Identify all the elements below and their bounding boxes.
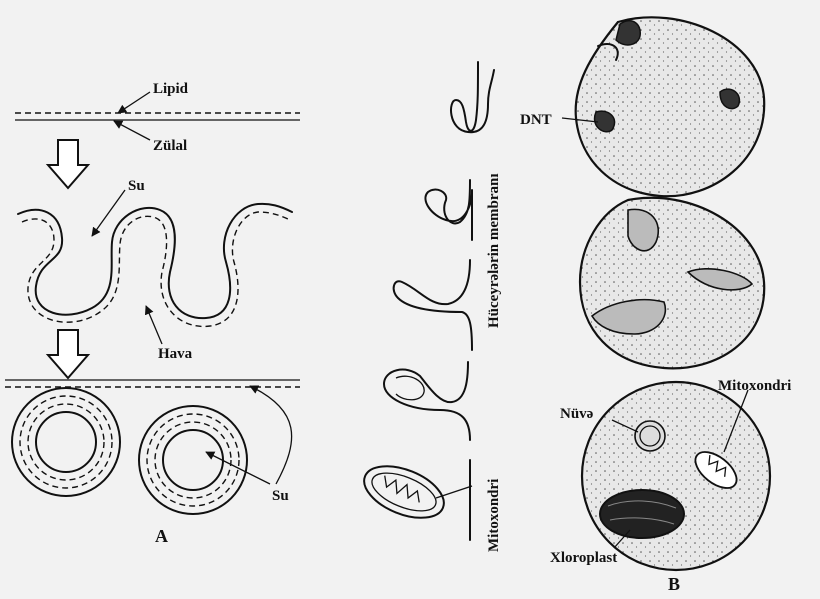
label-lipid: Lipid <box>153 81 189 97</box>
mitochondrion <box>357 456 451 528</box>
membrane-layer-top <box>15 113 300 120</box>
su-top-arrow <box>92 190 125 236</box>
chloroplast <box>600 490 684 538</box>
label-nuve: Nüvə <box>560 406 594 422</box>
label-hava: Hava <box>158 346 193 362</box>
mitochondrion-small <box>396 376 424 400</box>
label-panel-b: B <box>668 574 680 594</box>
label-mitoxondri: Mitoxondri <box>718 378 791 394</box>
label-xloroplast: Xloroplast <box>550 550 617 566</box>
down-arrow-icon <box>48 140 88 188</box>
label-membrane: Hüceyrələrin membranı <box>486 173 502 328</box>
label-panel-a: A <box>155 526 168 546</box>
membrane-layer-bottom <box>5 380 300 387</box>
membrane-fold-1 <box>451 62 494 132</box>
zulal-arrow <box>114 121 150 140</box>
invagination-sequence: Hüceyrələrin membranı Mitoxondri <box>357 62 502 552</box>
cell-1 <box>562 17 764 196</box>
panel-b: DNT Nüvə Mitoxondri Xloroplast B <box>520 17 791 594</box>
mitoxondri-pointer <box>436 486 472 498</box>
vesicle-left <box>12 388 120 496</box>
hava-arrow <box>146 306 162 344</box>
membrane-fold-4 <box>384 362 470 440</box>
label-su-top: Su <box>128 178 145 194</box>
lipid-arrow <box>118 92 150 113</box>
membrane-fold-3 <box>394 260 472 350</box>
cell-3 <box>582 382 770 570</box>
down-arrow-icon <box>48 330 88 378</box>
label-su-bottom: Su <box>272 488 289 504</box>
cell-2 <box>580 198 764 369</box>
folded-membrane <box>18 204 292 327</box>
label-mitoxondri-vertical: Mitoxondri <box>486 479 502 552</box>
label-zulal: Zülal <box>153 138 187 154</box>
membrane-fold-2 <box>425 180 472 240</box>
vesicle-right <box>139 406 247 514</box>
su-bottom-arrow-curved <box>250 386 292 484</box>
label-dnt: DNT <box>520 112 552 128</box>
panel-a: Lipid Zülal Su Hava Su A <box>5 81 300 546</box>
